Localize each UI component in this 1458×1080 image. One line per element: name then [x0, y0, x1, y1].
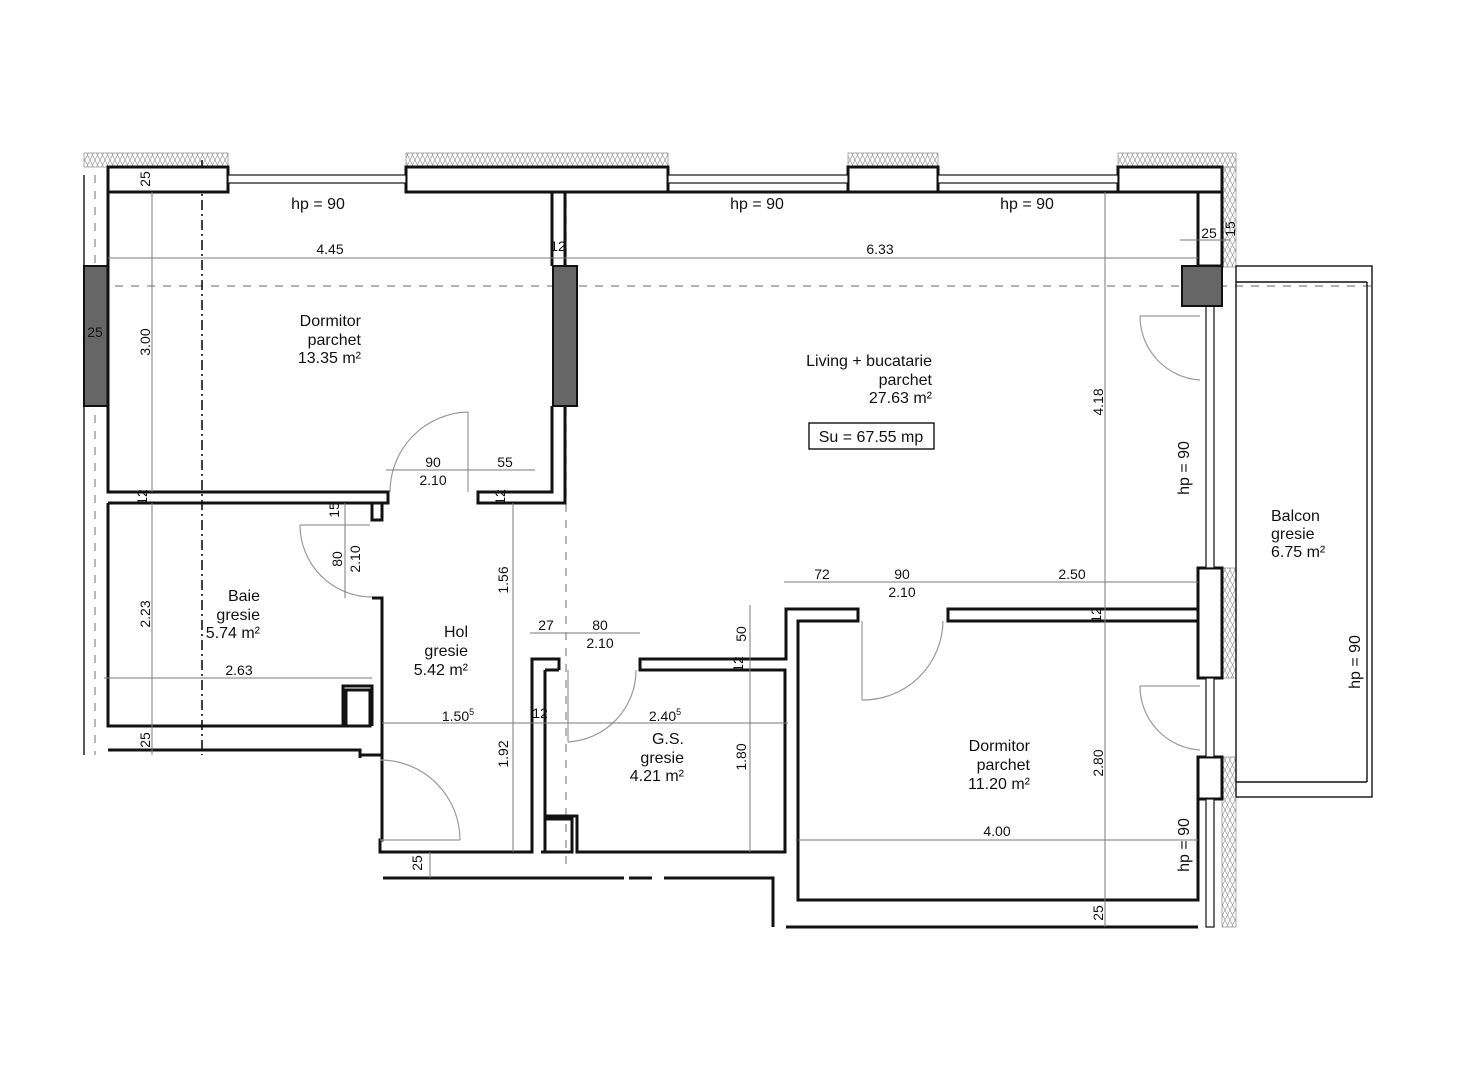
room-living: Living + bucatarie parchet 27.63 m² — [806, 353, 933, 407]
columns — [83, 265, 1223, 407]
dim-wall-top-left: 25 — [137, 171, 153, 187]
room-area: 5.74 m² — [206, 625, 261, 642]
room-area: 27.63 m² — [869, 390, 933, 407]
dim-gs-width: 2.405 — [649, 707, 681, 724]
dim-door-gs-height: 2.10 — [586, 635, 613, 651]
dim-gs-height: 1.80 — [733, 743, 749, 770]
dim-door-baie-width: 80 — [329, 551, 345, 567]
dim-baie-15: 15 — [326, 502, 342, 518]
room-hol: Hol gresie 5.42 m² — [414, 624, 469, 679]
dim-gs-12-left: 12 — [532, 705, 548, 721]
dim-door-d1-height: 2.10 — [419, 472, 446, 488]
dim-dormitor1-height: 3.00 — [137, 328, 153, 355]
dim-door-d2-height: 2.10 — [888, 584, 915, 600]
dim-d2-250: 2.50 — [1058, 566, 1085, 582]
exterior-walls — [83, 165, 1224, 928]
room-baie: Baie gresie 5.74 m² — [206, 588, 261, 642]
dim-hol-width-value: 1.50 — [442, 708, 469, 724]
room-area: 4.21 m² — [630, 768, 685, 785]
dim-dormitor1-width: 4.45 — [316, 241, 343, 257]
interior-walls — [106, 190, 1200, 929]
window-label-top-right: hp = 90 — [1000, 196, 1054, 213]
dimension-lines — [104, 192, 1230, 927]
window-label-balcon: hp = 90 — [1347, 635, 1364, 689]
room-area: 6.75 m² — [1271, 544, 1326, 561]
dim-hol-width: 1.505 — [442, 707, 474, 724]
dim-door-gs-width: 80 — [592, 617, 608, 633]
room-dormitor-1: Dormitor parchet 13.35 m² — [298, 313, 362, 367]
window-label-right-living: hp = 90 — [1176, 441, 1193, 495]
dim-gs-width-value: 2.40 — [649, 708, 676, 724]
insulation-top — [83, 152, 1237, 928]
dim-door-d1-width: 90 — [425, 454, 441, 470]
room-gs: G.S. gresie 4.21 m² — [630, 731, 685, 785]
room-name: G.S. — [652, 731, 684, 748]
dim-wall-bottom-left: 25 — [137, 732, 153, 748]
window-label-right-dormitor: hp = 90 — [1176, 818, 1193, 872]
dim-hol-156: 1.56 — [495, 566, 511, 593]
dim-wall-12-d1-right: 12 — [492, 489, 508, 505]
room-name: Dormitor — [969, 738, 1031, 755]
room-area: 5.42 m² — [414, 662, 469, 679]
total-area-label: Su = 67.55 mp — [819, 429, 924, 446]
dim-wall-bottom-25: 25 — [1090, 905, 1106, 921]
room-name: Living + bucatarie — [806, 353, 932, 370]
dim-baie-width: 2.63 — [225, 662, 252, 678]
room-floor: parchet — [879, 372, 933, 389]
dim-door-d1-side: 55 — [497, 454, 513, 470]
dim-living-width: 6.33 — [866, 241, 893, 257]
room-floor: parchet — [308, 332, 362, 349]
dim-d2-72: 72 — [814, 566, 830, 582]
dim-door-d2-width: 90 — [894, 566, 910, 582]
dim-wall-12-top: 12 — [550, 238, 566, 254]
balcony — [1235, 265, 1373, 798]
total-area-box: Su = 67.55 mp — [808, 422, 935, 450]
room-floor: gresie — [424, 643, 468, 660]
dim-wall-left: 25 — [87, 324, 103, 340]
dim-gs-12-top: 12 — [730, 656, 746, 672]
dim-wall-12-d1-left: 12 — [134, 489, 150, 505]
dim-baie-height: 2.23 — [137, 600, 153, 627]
dim-hol-width-sup: 5 — [469, 707, 474, 717]
dim-d2-12: 12 — [1088, 607, 1104, 623]
room-name: Balcon — [1271, 508, 1320, 525]
room-balcon: Balcon gresie 6.75 m² — [1271, 508, 1326, 561]
room-name: Dormitor — [300, 313, 362, 330]
dim-d2-height: 2.80 — [1090, 749, 1106, 776]
room-name: Baie — [228, 588, 260, 605]
room-floor: gresie — [216, 607, 260, 624]
room-area: 13.35 m² — [298, 350, 362, 367]
window-label-top-left: hp = 90 — [291, 196, 345, 213]
dim-door-baie-height: 2.10 — [347, 545, 363, 572]
dim-living-height: 4.18 — [1090, 388, 1106, 415]
dimension-labels: 4.45 3.00 6.33 4.18 25 25 12 25 15 90 2.… — [87, 171, 1238, 921]
dim-wall-right-15: 15 — [1222, 221, 1238, 237]
dim-gs-width-sup: 5 — [676, 707, 681, 717]
dim-gs-50: 50 — [733, 626, 749, 642]
dim-gs-27: 27 — [538, 617, 554, 633]
dim-hol-192: 1.92 — [495, 740, 511, 767]
dim-d2-width: 4.00 — [983, 823, 1010, 839]
room-floor: gresie — [640, 750, 684, 767]
room-area: 11.20 m² — [968, 776, 1031, 793]
room-name: Hol — [444, 624, 468, 641]
window-label-top-middle: hp = 90 — [730, 196, 784, 213]
room-dormitor-2: Dormitor parchet 11.20 m² — [968, 738, 1031, 793]
structural-axes — [94, 160, 1372, 927]
room-floor: parchet — [977, 757, 1031, 774]
room-floor: gresie — [1271, 526, 1315, 543]
doors — [299, 315, 1201, 841]
dim-wall-bottom-hol-25: 25 — [409, 855, 425, 871]
dim-wall-right-25: 25 — [1201, 225, 1217, 241]
